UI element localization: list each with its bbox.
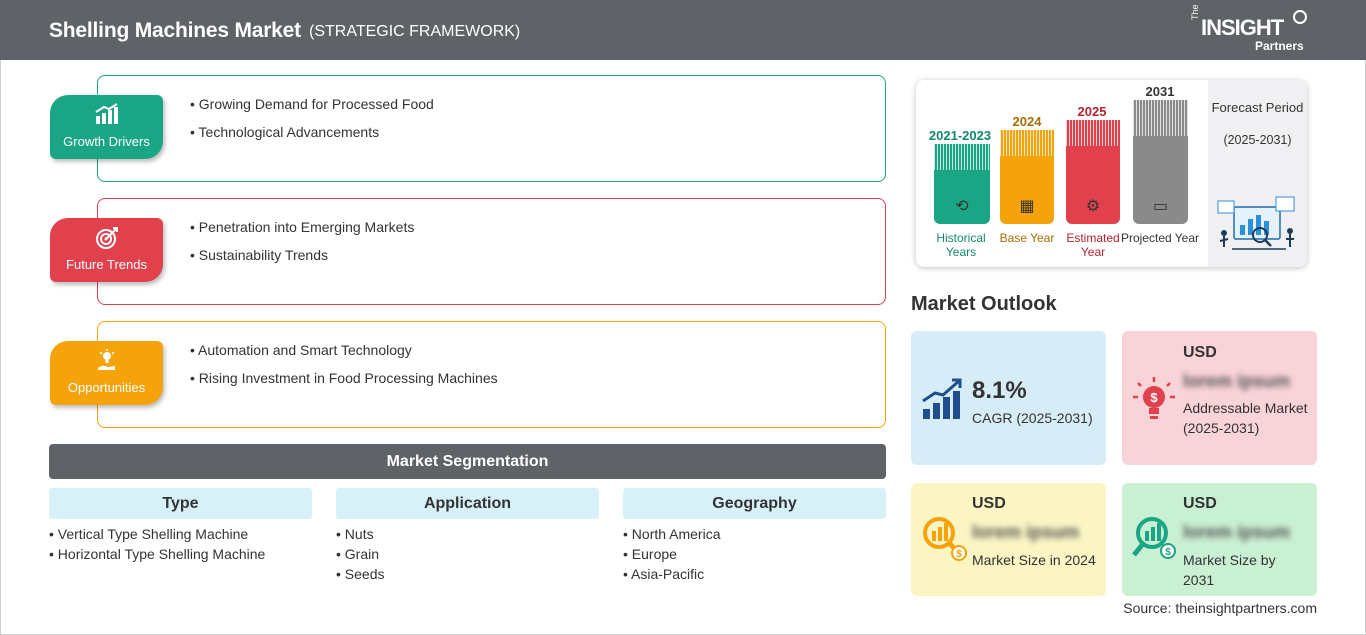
calendar-icon: ▦: [1019, 198, 1035, 215]
cagr-label: CAGR (2025-2031): [972, 410, 1093, 426]
blurred-value: lorem ipsum: [1183, 371, 1291, 391]
forecast-title: Forecast Period: [1211, 100, 1304, 115]
timeline-label: Projected Year: [1120, 231, 1200, 245]
blurred-value: lorem ipsum: [972, 522, 1080, 542]
list-item: Penetration into Emerging Markets: [190, 219, 415, 235]
forecast-panel: Forecast Period (2025-2031): [1208, 80, 1307, 267]
opportunities-box: Automation and Smart Technology Rising I…: [97, 321, 886, 428]
segment-head: Type: [49, 488, 312, 519]
list-item: Nuts: [336, 526, 599, 542]
usd-label: USD: [1183, 344, 1217, 361]
tag-label: Future Trends: [66, 257, 147, 272]
logo-ring-icon: [1293, 10, 1307, 24]
segment-head: Application: [336, 488, 599, 519]
insight-partners-logo[interactable]: The INSIGHT Partners: [1190, 4, 1310, 54]
svg-text:$: $: [956, 549, 962, 560]
timeline-label: Estimated Year: [1066, 231, 1120, 259]
hand-bulb-icon: [50, 349, 163, 378]
list-item: Europe: [623, 546, 886, 562]
market-size-2024-label: Market Size in 2024: [972, 552, 1096, 568]
segment-head: Geography: [623, 488, 886, 519]
blurred-value: lorem ipsum: [1183, 522, 1291, 542]
target-icon: [50, 226, 163, 255]
future-trends-box: Penetration into Emerging Markets Sustai…: [97, 198, 886, 305]
timeline-year: 2025: [1077, 104, 1107, 119]
usd-label: USD: [972, 495, 1006, 512]
timeline-year: 2024: [1012, 114, 1042, 129]
list-item: Sustainability Trends: [190, 247, 414, 263]
list-item: North America: [623, 526, 886, 542]
usd-label: USD: [1183, 495, 1217, 512]
bulb-dollar-icon: $: [1133, 377, 1175, 419]
list-item: Vertical Type Shelling Machine: [49, 526, 312, 542]
list-item: Automation and Smart Technology: [190, 342, 498, 358]
magnifier-chart-icon: $: [1132, 517, 1176, 559]
market-outlook-title: Market Outlook: [911, 293, 1057, 315]
segment-geography: Geography North America Europe Asia-Paci…: [623, 488, 886, 586]
market-size-2031-label: Market Size by 2031: [1183, 552, 1276, 588]
history-icon: ⟲: [955, 198, 969, 215]
segment-type: Type Vertical Type Shelling Machine Hori…: [49, 488, 312, 566]
list-item: Asia-Pacific: [623, 566, 886, 582]
segmentation-header: Market Segmentation: [49, 444, 886, 479]
segment-application: Application Nuts Grain Seeds: [336, 488, 599, 586]
list-item: Technological Advancements: [190, 124, 434, 140]
cagr-card: 8.1% CAGR (2025-2031): [911, 331, 1106, 465]
addressable-market-card: $ USD lorem ipsum Addressable Market (20…: [1122, 331, 1317, 465]
market-size-2024-card: $ USD lorem ipsum Market Size in 2024: [911, 483, 1106, 596]
page-subtitle: (STRATEGIC FRAMEWORK): [309, 23, 521, 40]
list-item: Horizontal Type Shelling Machine: [49, 546, 312, 562]
timeline-card: 2021-2023 ⟲ Historical Years 2024 ▦ Base…: [916, 80, 1307, 267]
timeline-label: Historical Years: [936, 231, 986, 259]
market-size-2031-card: $ USD lorem ipsum Market Size by 2031: [1122, 483, 1317, 596]
timeline-year: 2021-2023: [928, 128, 992, 143]
gear-chart-icon: ⚙: [1085, 198, 1101, 215]
timeline-bar-base: ▦: [1000, 130, 1054, 224]
list-item: Grain: [336, 546, 599, 562]
timeline-year: 2031: [1145, 84, 1175, 99]
opportunities-tag: Opportunities: [50, 341, 163, 405]
growth-drivers-box: Growing Demand for Processed Food Techno…: [97, 75, 886, 182]
bar-growth-icon: [922, 378, 962, 419]
cagr-value: 8.1%: [972, 377, 1027, 404]
addressable-label: Addressable Market (2025-2031): [1183, 400, 1308, 436]
timeline-label: Base Year: [999, 231, 1055, 245]
future-trends-tag: Future Trends: [50, 218, 163, 282]
svg-text:$: $: [1165, 547, 1171, 558]
svg-text:$: $: [1150, 390, 1158, 405]
header-bar: Shelling Machines Market (STRATEGIC FRAM…: [0, 0, 1366, 60]
timeline-bar-projected: ▭: [1133, 100, 1188, 224]
presentation-icon: ▭: [1152, 198, 1169, 215]
page-title: Shelling Machines Market: [49, 19, 301, 42]
tag-label: Growth Drivers: [63, 134, 150, 149]
timeline-bar-estimated: ⚙: [1066, 120, 1120, 224]
analytics-illustration-icon: [1217, 196, 1295, 250]
list-item: Growing Demand for Processed Food: [190, 96, 434, 112]
growth-drivers-tag: Growth Drivers: [50, 95, 163, 159]
magnifier-dollar-icon: $: [923, 517, 967, 561]
timeline-bar-historical: ⟲: [934, 144, 990, 224]
list-item: Rising Investment in Food Processing Mac…: [190, 370, 498, 386]
list-item: Seeds: [336, 566, 599, 582]
source-link[interactable]: Source: theinsightpartners.com: [1123, 600, 1317, 616]
chart-growth-icon: [50, 103, 163, 130]
tag-label: Opportunities: [67, 380, 146, 395]
forecast-range: (2025-2031): [1223, 133, 1292, 147]
